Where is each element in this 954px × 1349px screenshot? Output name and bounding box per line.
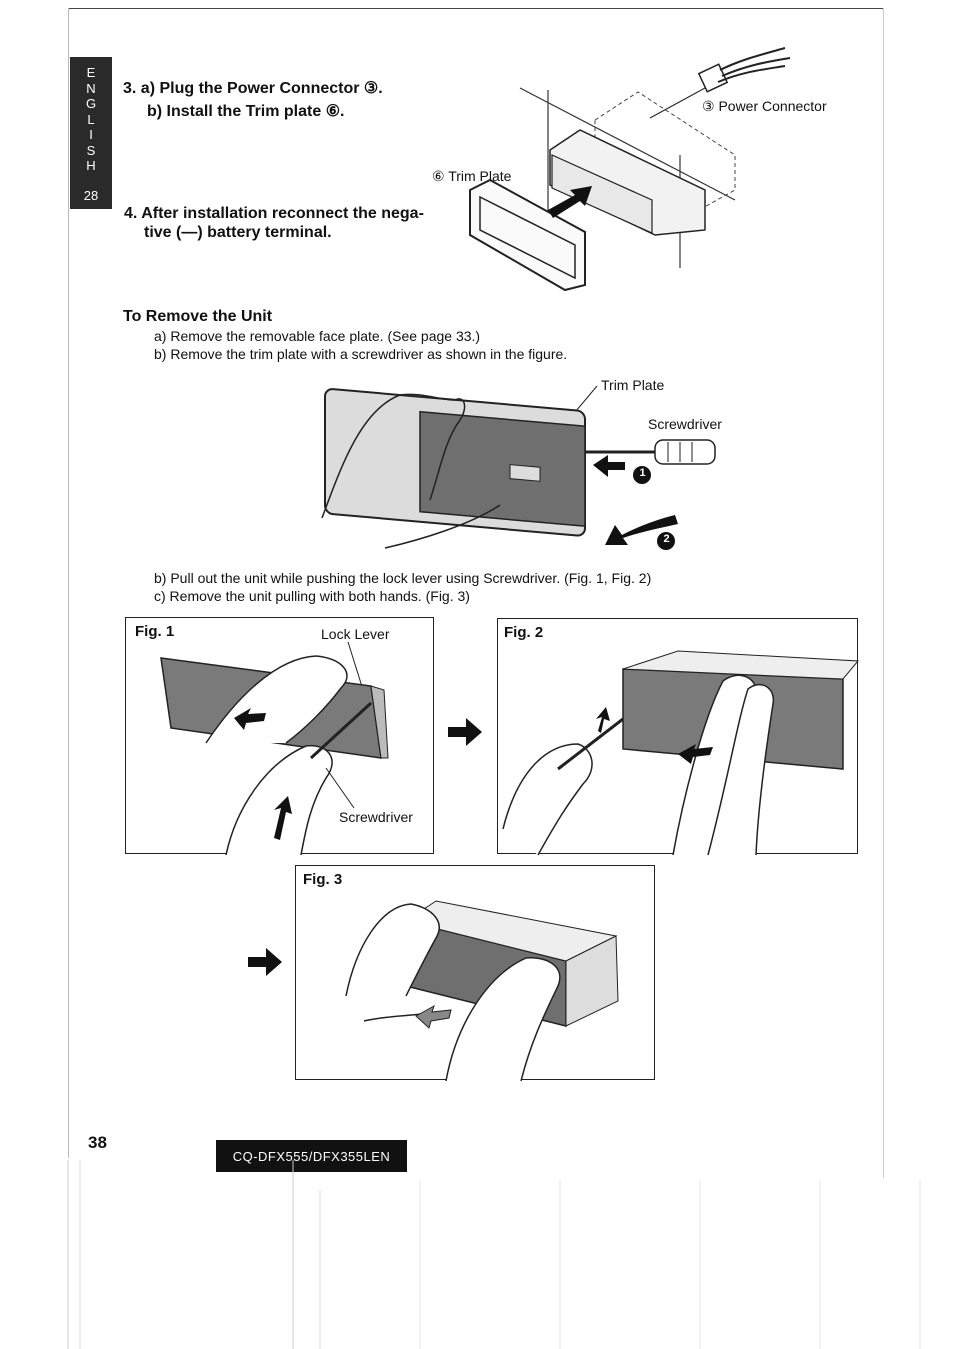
figure-2-drawing (502, 650, 860, 856)
figure-3-title: Fig. 3 (303, 871, 343, 888)
figure-3-drawing (345, 900, 619, 1082)
marker-1-label: 1 (639, 467, 646, 479)
remove-step-b: b) Remove the trim plate with a screwdri… (154, 346, 568, 362)
fig3-arrow-icon (415, 1004, 452, 1029)
push-arrow-icon (548, 186, 592, 218)
fig1-arrow-icon (234, 708, 266, 730)
lock-lever-label: Lock Lever (321, 626, 390, 642)
fig1-up-arrow-icon (274, 796, 292, 840)
screwdriver-label: Screwdriver (648, 416, 722, 432)
tab-letter: H (86, 158, 96, 173)
figure-3: Fig. 3 (295, 865, 655, 1082)
tab-letter: S (86, 142, 96, 158)
remove-step-a: a) Remove the removable face plate. (See… (154, 328, 481, 344)
model-number: CQ-DFX555/DFX355LEN (216, 1140, 407, 1172)
remove-step-c: c) Remove the unit pulling with both han… (154, 588, 470, 604)
next-arrow-icon (448, 718, 482, 746)
figure-1: Fig. 1 Lock Lever Screwdriver (125, 617, 434, 856)
marker-2-label: 2 (663, 533, 670, 545)
left-arrow-icon (593, 455, 625, 477)
power-connector-label: ③ Power Connector (702, 98, 827, 114)
figure-1-drawing (160, 641, 389, 856)
figure-2-title: Fig. 2 (504, 624, 544, 641)
fig2-arrow-icon (678, 744, 713, 764)
step-marker-2 (657, 532, 675, 550)
tab-letter: I (89, 127, 93, 142)
remove-heading: To Remove the Unit (123, 308, 273, 325)
tab-letter: E (86, 65, 96, 80)
top-rule (68, 8, 884, 9)
power-connector-drawing (649, 47, 791, 119)
remove-step-b2: b) Pull out the unit while pushing the l… (154, 570, 652, 586)
language-tab: E N G L I S H 28 (70, 57, 112, 209)
figure-1-title: Fig. 1 (135, 623, 175, 640)
next-arrow-2-icon (248, 948, 282, 976)
step-3a: 3. a) Plug the Power Connector ③. (123, 80, 383, 97)
tab-letter: L (87, 111, 95, 127)
remove-illustration (321, 385, 716, 550)
fig1-screwdriver-label: Screwdriver (339, 809, 413, 825)
fig2-small-arrow-icon (596, 707, 610, 733)
step-4-line2: tive (—) battery terminal. (144, 224, 332, 241)
tab-letter: G (85, 96, 97, 111)
step-4-line1: 4. After installation reconnect the nega… (124, 205, 424, 222)
page-number: 38 (88, 1133, 107, 1152)
trim-plate-remove-label: Trim Plate (601, 377, 665, 393)
scan-artifact-lines (67, 1160, 921, 1349)
install-illustration (469, 47, 791, 292)
curved-arrow-icon (605, 515, 678, 545)
right-rule (883, 8, 884, 1178)
trim-plate-label: ⑥ Trim Plate (432, 168, 512, 184)
step-3b: b) Install the Trim plate ⑥. (147, 103, 345, 120)
step-marker-1 (633, 466, 651, 484)
tab-letter: N (86, 80, 96, 96)
left-rule (68, 8, 69, 1158)
figure-2: Fig. 2 (497, 618, 860, 856)
trim-plate-drawing (469, 178, 586, 292)
tab-page-number: 28 (83, 187, 99, 203)
